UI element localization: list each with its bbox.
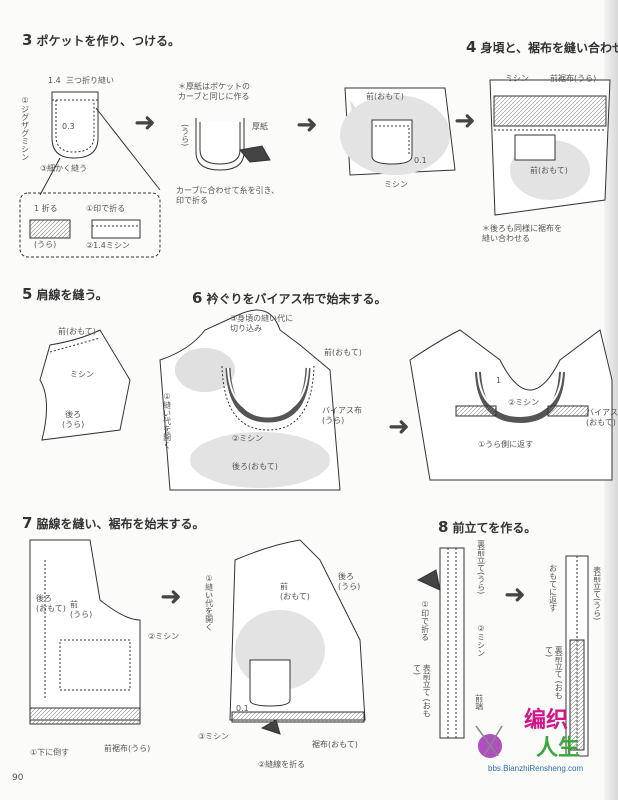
hem-omote-label: 裾布(おもて) [312,740,358,749]
turn-front-label: おもてに返す [548,564,558,612]
open-seam-label: ①縫い代を開く [204,574,214,631]
arrow-right-icon: ➜ [160,582,182,612]
front-placket-ura-label: 表前立て(うら) [592,566,602,621]
fold-line-label: ②縫線を折る [258,760,306,769]
pocket-detail-box [19,192,161,258]
dim-0-1-label: 0.1 [414,156,427,165]
arrow-right-icon: ➜ [388,412,410,442]
ushiro-ura-label: 後ろ (うら) [338,572,361,591]
iron-icon [239,145,271,163]
mae-omote-label: 前 (おもて) [280,582,310,601]
dim-0-1-label: 0.1 [236,704,249,713]
zigzag-label: ①ジグザグミシン [20,96,30,161]
bias-ura-label: バイアス布 (うら) [322,406,362,425]
iron-icon-2 [260,719,281,735]
machine-label: ②ミシン [232,434,264,443]
machine-label: ②ミシン [508,398,540,407]
ura-placket-label: 裏前立て(うら) [476,540,486,595]
logo-line-2: 人生 [536,735,581,761]
arrow-right-icon: ➜ [134,108,156,138]
machine-label: ②ミシン [148,632,180,641]
machine-label: ミシン [70,370,94,379]
dim-1-4-label: 1.4 [48,76,61,85]
mae-omote-label: 前(おもて) [324,348,362,357]
ura-label-2: (うら) [34,240,57,249]
ura-placket-omote-label: 裏前立て (おもて) [544,646,564,700]
front-edge-label: 前端 [474,694,484,710]
fold-1-label: 1 折る [34,204,58,213]
pocket-diagram [51,91,99,159]
dim-0-3-label: 0.3 [62,122,75,131]
front-placket-label: 表前立て (おもて) [412,664,432,718]
machine-label: ミシン [505,74,529,83]
open-seam-label: ①縫い代を開く [162,392,172,449]
cut-notch-label: ③身頃の縫い代に 切り込み [230,314,294,333]
mae-omote-label: 前(おもて) [366,92,404,101]
ura-label: (うら) [180,124,190,147]
fine-sew-label: ③細かく縫う [40,164,88,173]
cardboard-note: ＊厚紙はポケットの カーブと同じに作る [178,82,250,101]
arrow-right-icon: ➜ [504,580,526,610]
yarn-ball-icon [475,725,503,758]
fold-mark-label: ①印で折る [420,600,430,641]
ushiro-omote-label: 後ろ (おもて) [36,594,66,613]
fold-down-label: ①下に倒す [30,748,70,757]
mae-ura-label: 前 (うら) [70,600,93,619]
iron-icon-3 [416,569,441,591]
machine-label: ②ミシン [476,624,486,657]
mae-omote-label: 前(おもて) [58,327,96,336]
fold-mark-label: ①印で折る [86,204,126,213]
logo-line-1: 编织 [524,707,569,733]
hem-ura-label: 前裾布(うら) [104,744,151,753]
arrow-right-icon: ➜ [454,106,476,136]
hem-ura-label: 前裾布(うら) [550,74,597,83]
bias-omote-label: バイアス布 (おもて) [586,408,618,427]
turn-inside-label: ①うら側に返す [478,440,534,449]
machine-label: ③ミシン [198,732,230,741]
page-number: 90 [12,773,24,783]
ushiro-omote-label: 後ろ(おもて) [232,462,278,471]
arrow-right-icon: ➜ [296,110,318,140]
machine-1-4-label: ②1.4ミシン [86,241,130,250]
back-same-note: ＊後ろも同様に裾布を 縫い合わせる [482,224,562,243]
cardboard-label: 厚紙 [252,122,268,131]
pull-thread-label: カーブに合わせて糸を引き、 印で折る [176,186,279,205]
three-fold-label: 三つ折り縫い [66,76,114,85]
dim-1-label: 1 [496,376,502,385]
logo-url: bbs.BianzhiRensheng.com [488,764,584,773]
mae-omote-label: 前(おもて) [530,166,568,175]
ushiro-ura-label: 後ろ (うら) [62,410,85,429]
machine-label: ミシン [384,180,408,189]
